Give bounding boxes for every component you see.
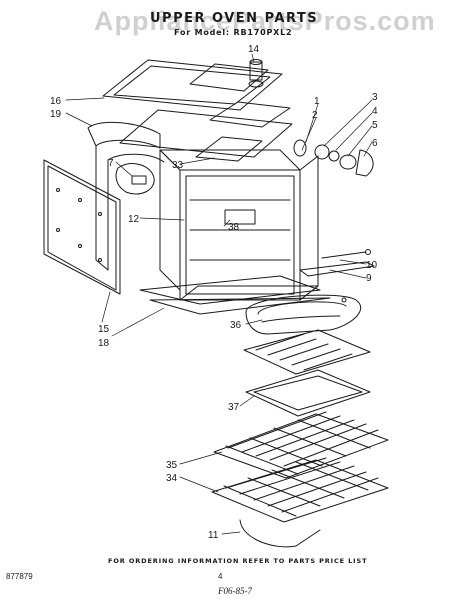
callout-5: 5 bbox=[372, 120, 378, 131]
bake-element bbox=[299, 249, 375, 277]
side-panel bbox=[43, 159, 121, 295]
rear-insulation-panel bbox=[119, 101, 293, 162]
site-watermark: AppliancePartsPros.com bbox=[94, 6, 436, 36]
callout-14: 14 bbox=[248, 44, 260, 55]
callout-36: 36 bbox=[230, 320, 242, 331]
oven-rack-lower bbox=[211, 457, 389, 523]
broiler-pan-grid bbox=[243, 329, 371, 375]
document-part-number: 877879 bbox=[6, 572, 33, 581]
callout-12: 12 bbox=[128, 214, 140, 225]
callout-2: 2 bbox=[312, 110, 318, 121]
callout-10: 10 bbox=[366, 260, 378, 271]
oven-cavity bbox=[159, 149, 319, 301]
broiler-pan bbox=[245, 369, 371, 417]
model-subtitle: For Model: RB170PXL2 bbox=[174, 28, 293, 37]
callout-9: 9 bbox=[366, 273, 372, 284]
callout-18: 18 bbox=[98, 338, 110, 349]
callout-16: 16 bbox=[50, 96, 62, 107]
oven-rack-upper bbox=[213, 411, 389, 479]
rack-support-rod bbox=[239, 519, 321, 548]
ordering-info-note: FOR ORDERING INFORMATION REFER TO PARTS … bbox=[108, 557, 368, 565]
callout-33: 33 bbox=[172, 160, 184, 171]
callout-1: 1 bbox=[314, 96, 320, 107]
callout-38: 38 bbox=[228, 222, 240, 233]
left-insulation bbox=[87, 121, 165, 271]
callout-34: 34 bbox=[166, 473, 178, 484]
leader-lines bbox=[65, 53, 373, 535]
thermostat-bracket bbox=[115, 163, 155, 195]
callout-4: 4 bbox=[372, 106, 378, 117]
callout-19: 19 bbox=[50, 109, 62, 120]
handwritten-mark: F06-85-7 bbox=[218, 586, 252, 596]
callout-37: 37 bbox=[228, 402, 240, 413]
diagram-title: UPPER OVEN PARTS bbox=[150, 11, 319, 26]
light-assembly bbox=[293, 139, 374, 177]
callout-11: 11 bbox=[208, 530, 219, 541]
cavity-bottom-plate bbox=[139, 275, 331, 315]
callout-labels: 14 16 19 1 2 3 4 5 6 7 33 12 38 10 9 36 … bbox=[50, 44, 378, 541]
callout-6: 6 bbox=[372, 138, 378, 149]
page-number: 4 bbox=[218, 572, 223, 581]
broil-element bbox=[245, 294, 362, 335]
top-cover-panel bbox=[102, 59, 283, 111]
vent-tube bbox=[248, 59, 264, 88]
callout-7: 7 bbox=[108, 158, 114, 169]
callout-35: 35 bbox=[166, 460, 178, 471]
callout-15: 15 bbox=[98, 324, 110, 335]
callout-3: 3 bbox=[372, 92, 378, 103]
